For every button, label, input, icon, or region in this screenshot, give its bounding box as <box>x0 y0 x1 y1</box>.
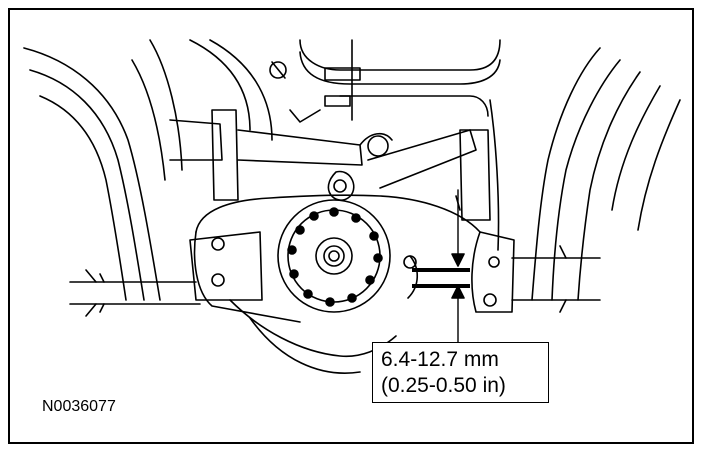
clearance-gap-indicator <box>412 189 470 343</box>
figure-id: N0036077 <box>42 398 116 415</box>
chassis-lines <box>169 39 501 161</box>
clearance-metric-label: 6.4-12.7 mm <box>381 348 499 371</box>
axle-tube <box>69 245 601 317</box>
clearance-imperial-label: (0.25-0.50 in) <box>381 374 506 397</box>
upper-control-arms <box>211 109 491 221</box>
clearance-callout: 6.4-12.7 mm (0.25-0.50 in) <box>372 342 549 403</box>
axle-flange <box>277 199 391 313</box>
left-leaf-spring <box>23 39 183 301</box>
differential-housing <box>189 194 515 374</box>
right-leaf-spring <box>489 47 681 301</box>
